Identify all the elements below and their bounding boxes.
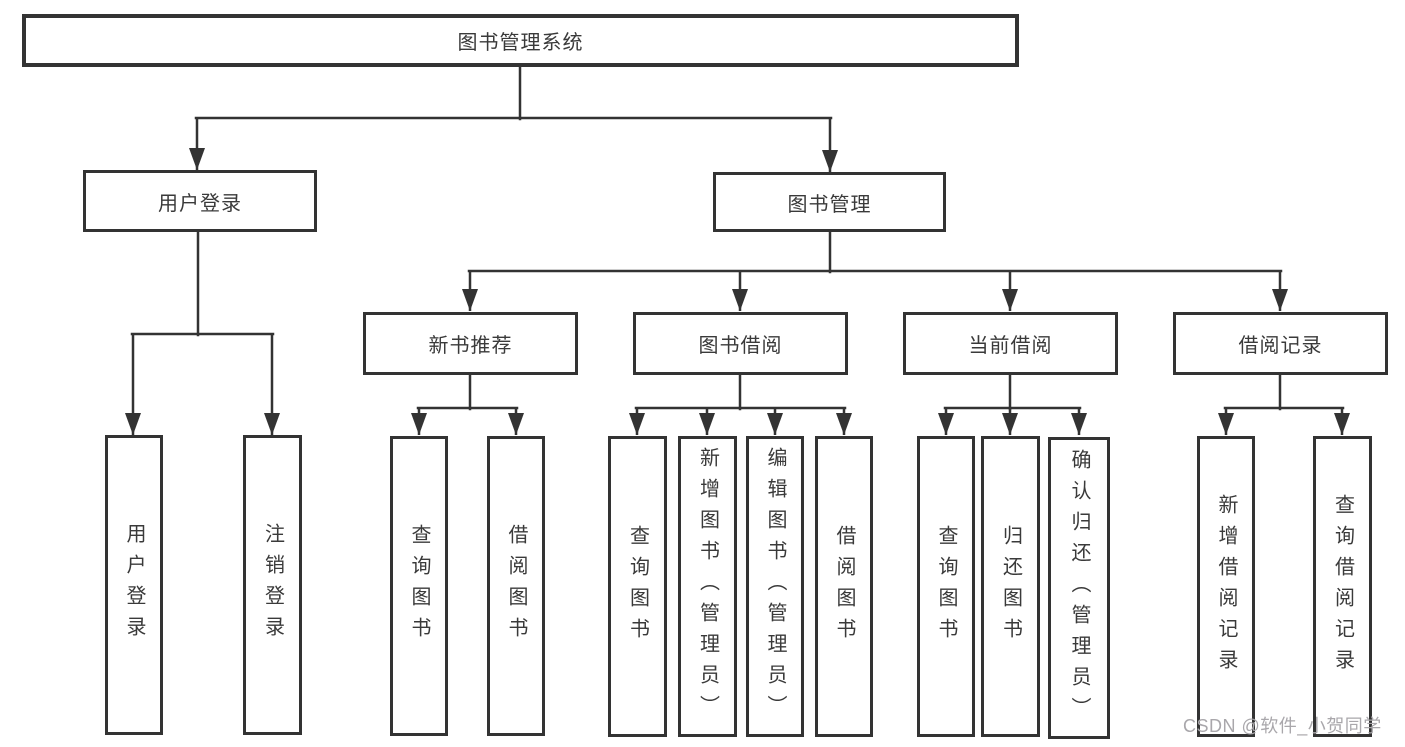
leaf-label: 编辑图书（管理员） [764,447,786,726]
leaf-logout: 注销登录 [243,435,302,735]
leaf-label: 新增图书（管理员） [696,447,719,726]
leaf-label: 借阅图书 [833,524,855,649]
leaf-borrow-book-1: 借阅图书 [487,436,545,736]
csdn-watermark: CSDN @软件_小贺同学 [1183,716,1382,736]
node-library-system: 图书管理系统 [22,14,1019,67]
node-user-login: 用户登录 [83,170,317,232]
leaf-label: 注销登录 [261,523,284,647]
leaf-edit-book-admin: 编辑图书（管理员） [746,436,804,737]
node-current-borrow: 当前借阅 [903,312,1118,375]
node-new-book-recommend: 新书推荐 [363,312,578,375]
leaf-query-book-2: 查询图书 [608,436,667,737]
leaf-label: 用户登录 [123,523,145,647]
leaf-label: 查询图书 [626,524,649,649]
leaf-user-login: 用户登录 [105,435,163,735]
leaf-label: 归还图书 [999,524,1022,649]
leaf-label: 查询图书 [408,524,430,648]
leaf-confirm-return-admin: 确认归还（管理员） [1048,437,1110,739]
leaf-return-book: 归还图书 [981,436,1040,737]
node-book-borrow: 图书借阅 [633,312,848,375]
node-borrow-record: 借阅记录 [1173,312,1388,375]
leaf-add-borrow-record: 新增借阅记录 [1197,436,1255,737]
leaf-label: 新增借阅记录 [1215,493,1237,680]
leaf-label: 查询图书 [935,524,957,649]
node-book-management: 图书管理 [713,172,946,232]
leaf-query-borrow-record: 查询借阅记录 [1313,436,1372,737]
leaf-borrow-book-2: 借阅图书 [815,436,873,737]
leaf-query-book-3: 查询图书 [917,436,975,737]
leaf-label: 借阅图书 [505,524,527,648]
leaf-label: 确认归还（管理员） [1068,448,1090,728]
leaf-label: 查询借阅记录 [1331,493,1354,680]
leaf-query-book-1: 查询图书 [390,436,448,736]
leaf-add-book-admin: 新增图书（管理员） [678,436,737,737]
